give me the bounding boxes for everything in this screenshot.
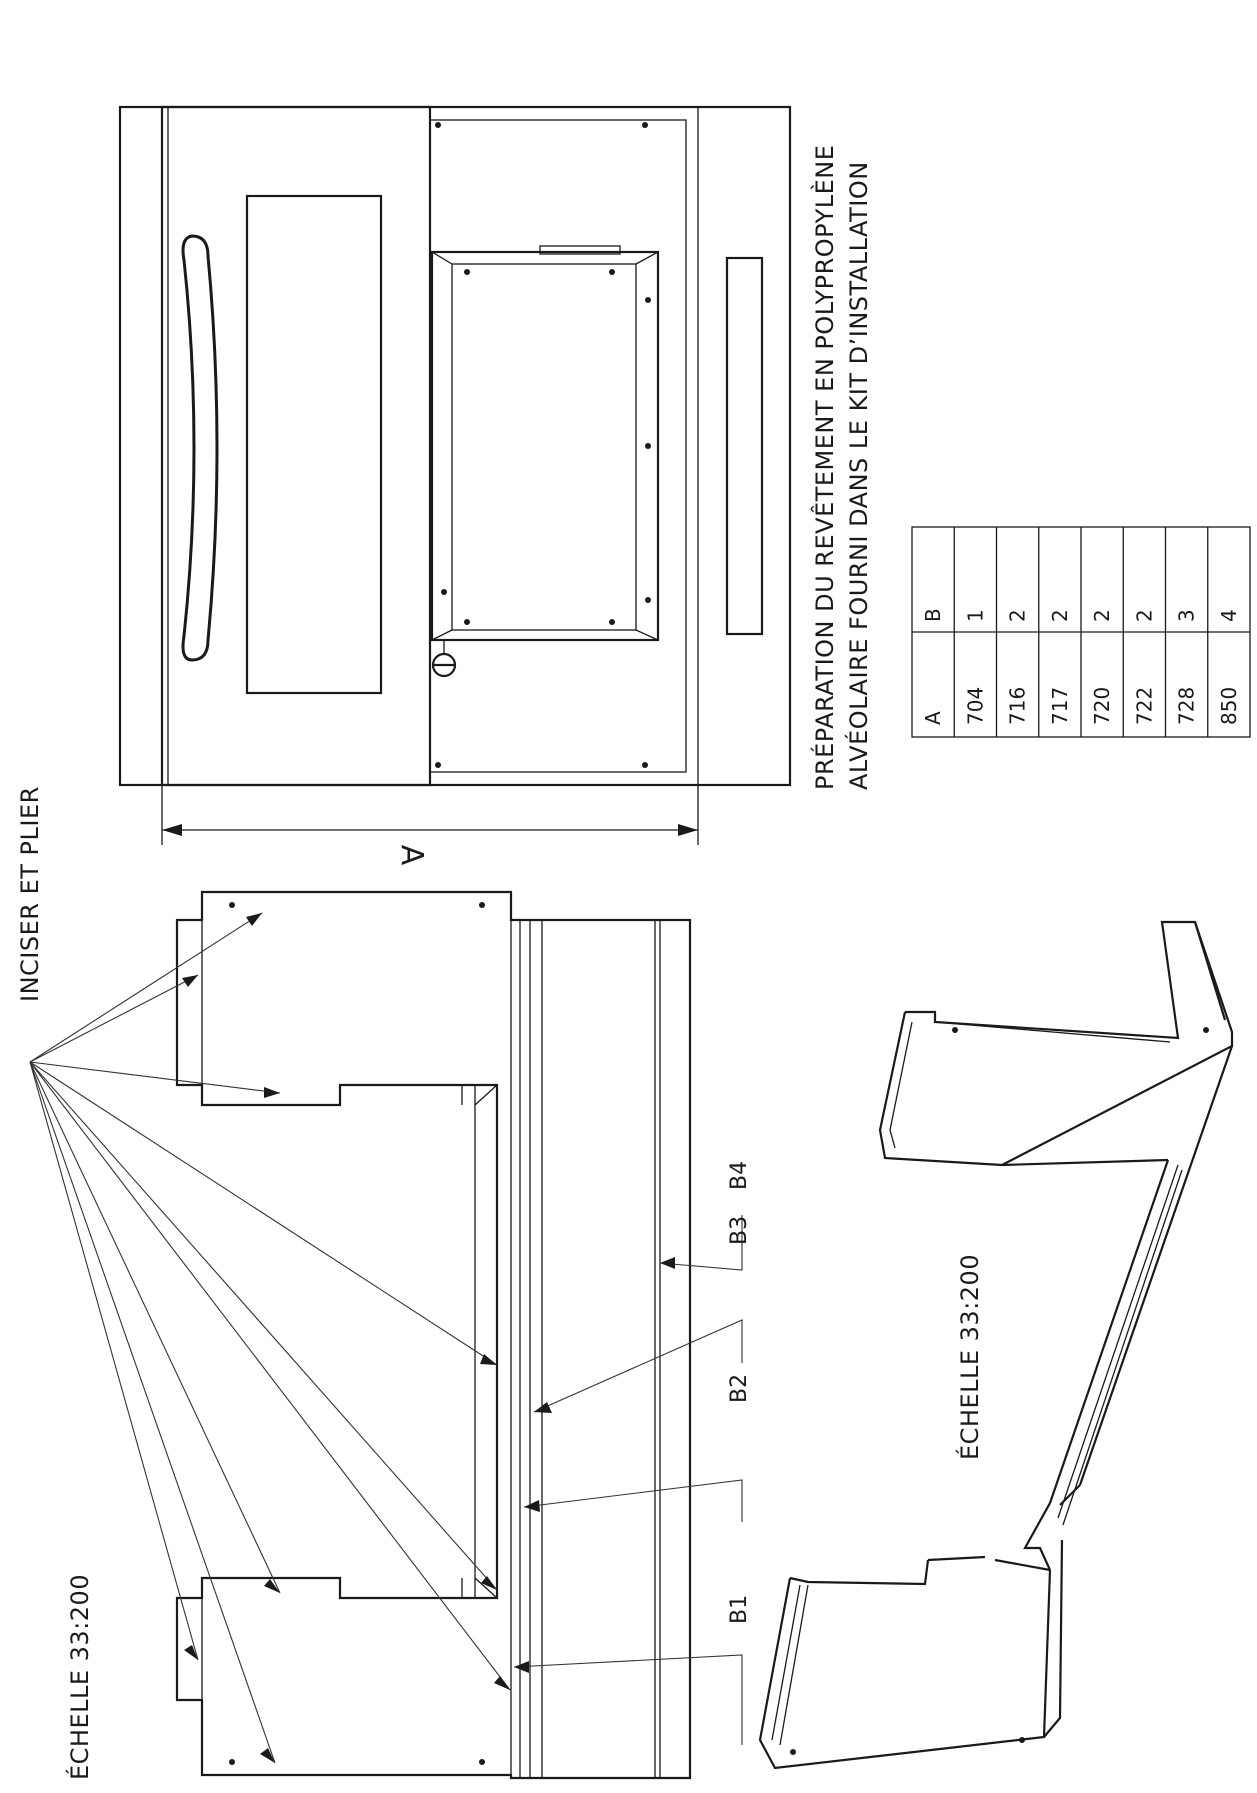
dimension-a-label: A [394,845,429,866]
liner-3d: ÉCHELLE 33:200 [758,920,1234,1770]
door-panel [160,105,432,787]
table-header-cell: A [921,711,945,725]
b-leaders: B1 B2 B3 B4 [513,1161,752,1745]
door-window [245,194,383,695]
table-cell: 728 [1175,687,1199,725]
prep-line-2: ALVÉOLAIRE FOURNI DANS LE KIT D’INSTALLA… [844,161,873,790]
prep-line-1: PRÉPARATION DU REVÊTEMENT EN POLYPROPYLÈ… [810,145,839,790]
scale-label-top: ÉCHELLE 33:200 [65,1574,94,1780]
table-cell: 722 [1132,687,1156,725]
table-cell: 2 [1006,609,1030,622]
table-cell: 4 [1217,609,1241,622]
table-cell: 717 [1048,687,1072,725]
cavity-outline [429,119,687,773]
table-cell: 850 [1217,687,1241,725]
table-header-cell: B [921,608,945,622]
pattern-outline [175,890,692,1780]
control-box [430,250,660,642]
appliance-view [118,105,792,787]
table-cell: 716 [1006,687,1030,725]
table-cell: 2 [1048,609,1072,622]
scale-label-bottom: ÉCHELLE 33:200 [955,1254,984,1460]
table-cell: 2 [1132,609,1156,622]
leader-lines [29,912,511,1764]
b1-label: B1 [727,1595,752,1624]
incise-fold-label: INCISER ET PLIER [16,786,44,1002]
prep-text: PRÉPARATION DU REVÊTEMENT EN POLYPROPYLÈ… [810,145,873,790]
table-cell: 3 [1175,609,1199,622]
ab-table: A B 704 1 716 2 717 2 720 2 722 2 728 3 850 4 [911,526,1251,738]
flat-pattern: INCISER ET PLIER ÉCHELLE 33:200 [16,786,752,1780]
vent-slot [725,256,764,636]
appliance-outline [118,105,792,787]
b3-label: B3 [727,1216,752,1245]
b4-label: B4 [727,1161,752,1190]
table-cell: 704 [963,687,987,725]
table-cell: 720 [1090,687,1114,725]
dimension-a: A [161,785,699,866]
control-box-inner [451,263,637,631]
door-handle [181,234,219,662]
b2-label: B2 [727,1374,752,1403]
table-cell: 2 [1090,609,1114,622]
table-cell: 1 [963,609,987,622]
